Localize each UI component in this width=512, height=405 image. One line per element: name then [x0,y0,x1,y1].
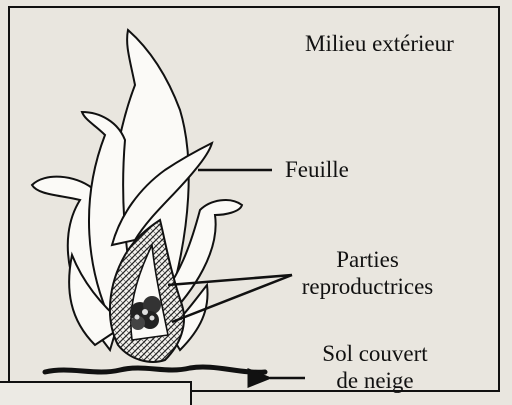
snow-ground-line [45,367,265,372]
soil-label-line2: de neige [300,367,450,394]
reproductive-label-line2: reproductrices [290,273,445,300]
environment-label: Milieu extérieur [305,30,454,57]
soil-label: Sol couvert de neige [300,340,450,394]
leaf-label: Feuille [285,156,349,183]
reproductive-label-line1: Parties [290,246,445,273]
soil-label-line1: Sol couvert [300,340,450,367]
reproductive-parts-label: Parties reproductrices [290,246,445,300]
